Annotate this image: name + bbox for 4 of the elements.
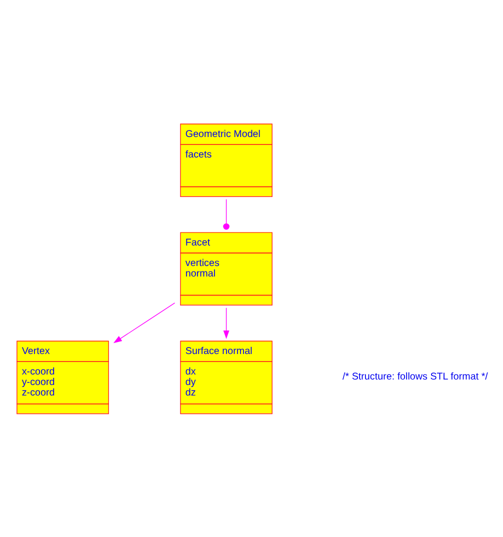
arrow [113,302,176,344]
arrow [223,308,230,339]
connector [223,198,230,230]
label: /* Structure: follows STL format */ [342,372,488,383]
